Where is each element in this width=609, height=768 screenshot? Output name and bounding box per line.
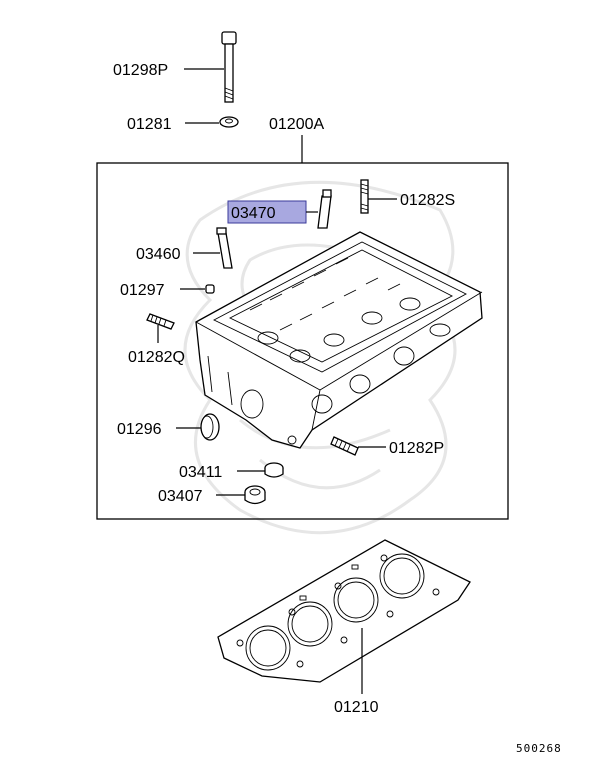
label-01210[interactable]: 01210 [334, 699, 379, 716]
label-01296[interactable]: 01296 [117, 421, 162, 438]
label-01281[interactable]: 01281 [127, 116, 172, 133]
diagram-code: 500268 [516, 742, 562, 755]
cylinder-head-icon [195, 231, 483, 449]
label-03407[interactable]: 03407 [158, 488, 203, 505]
stud-01282P-icon [330, 436, 359, 456]
stud-01282Q-icon [146, 313, 175, 330]
pin-01297-icon [205, 284, 215, 294]
guide-03470-icon [317, 189, 332, 229]
label-01282Q[interactable]: 01282Q [128, 349, 185, 366]
label-01282P[interactable]: 01282P [389, 440, 444, 457]
seal-03407-icon [244, 485, 266, 505]
head-gasket-icon [217, 539, 471, 683]
guide-03460-icon [216, 227, 233, 269]
label-01297[interactable]: 01297 [120, 282, 165, 299]
washer-01281-icon [219, 116, 239, 128]
stud-01282S-icon [360, 179, 369, 214]
plug-01296-icon [200, 413, 220, 441]
seal-03411-icon [264, 462, 284, 478]
label-03460[interactable]: 03460 [136, 246, 181, 263]
bolt-01298P-icon [221, 31, 237, 103]
label-03411[interactable]: 03411 [179, 464, 222, 481]
label-01282S[interactable]: 01282S [400, 192, 455, 209]
label-03470[interactable]: 03470 [231, 205, 276, 222]
label-01200A[interactable]: 01200A [269, 116, 324, 133]
label-01298P[interactable]: 01298P [113, 62, 168, 79]
